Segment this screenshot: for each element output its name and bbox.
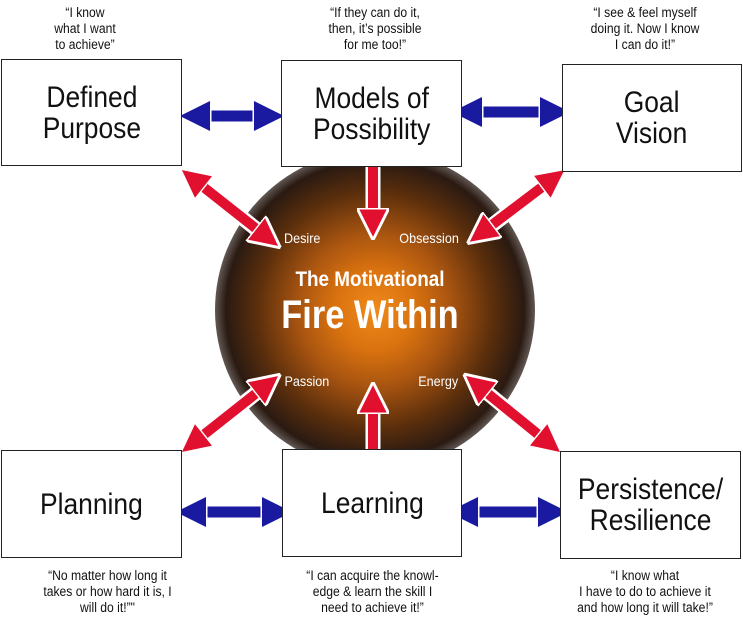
center-title-line2: Fire Within: [281, 293, 459, 337]
node-planning: Planning: [1, 450, 182, 558]
node-label: Defined Purpose: [42, 80, 141, 145]
node-label: Learning: [320, 486, 424, 520]
node-label: Persistence/ Resilience: [577, 473, 724, 537]
node-goal-vision: Goal Vision: [562, 64, 742, 172]
node-persistence: Persistence/ Resilience: [560, 451, 741, 559]
quote-planning: “No matter how long it takes or how hard…: [43, 568, 172, 615]
arrow-purpose-center: [190, 176, 270, 240]
quote-persistence: “I know what I have to do to achieve it …: [577, 568, 713, 615]
center-title: The Motivational Fire Within: [235, 268, 505, 338]
spoke-label-desire: Desire: [284, 230, 321, 246]
node-defined-purpose: Defined Purpose: [1, 59, 182, 166]
node-models-of-possibility: Models of Possibility: [281, 60, 462, 167]
quote-learning: “I can acquire the knowl- edge & learn t…: [306, 568, 439, 615]
arrow-planning-center: [190, 382, 270, 446]
center-title-line1: The Motivational: [295, 268, 445, 291]
node-label: Goal Vision: [616, 86, 688, 150]
spoke-label-passion: Passion: [284, 373, 330, 389]
quote-goal-vision: “I see & feel myself doing it. Now I kno…: [590, 5, 700, 52]
node-learning: Learning: [282, 449, 462, 557]
node-label: Models of Possibility: [312, 81, 431, 146]
arrow-vision-center: [478, 176, 556, 236]
quote-models-of-possibility: “If they can do it, then, it’s possible …: [328, 5, 422, 52]
spoke-label-energy: Energy: [418, 373, 459, 389]
node-label: Planning: [40, 487, 143, 521]
arrow-persistence-center: [474, 382, 552, 446]
spoke-label-obsession: Obsession: [399, 230, 459, 246]
quote-defined-purpose: “I know what I want to achieve”: [54, 5, 116, 52]
